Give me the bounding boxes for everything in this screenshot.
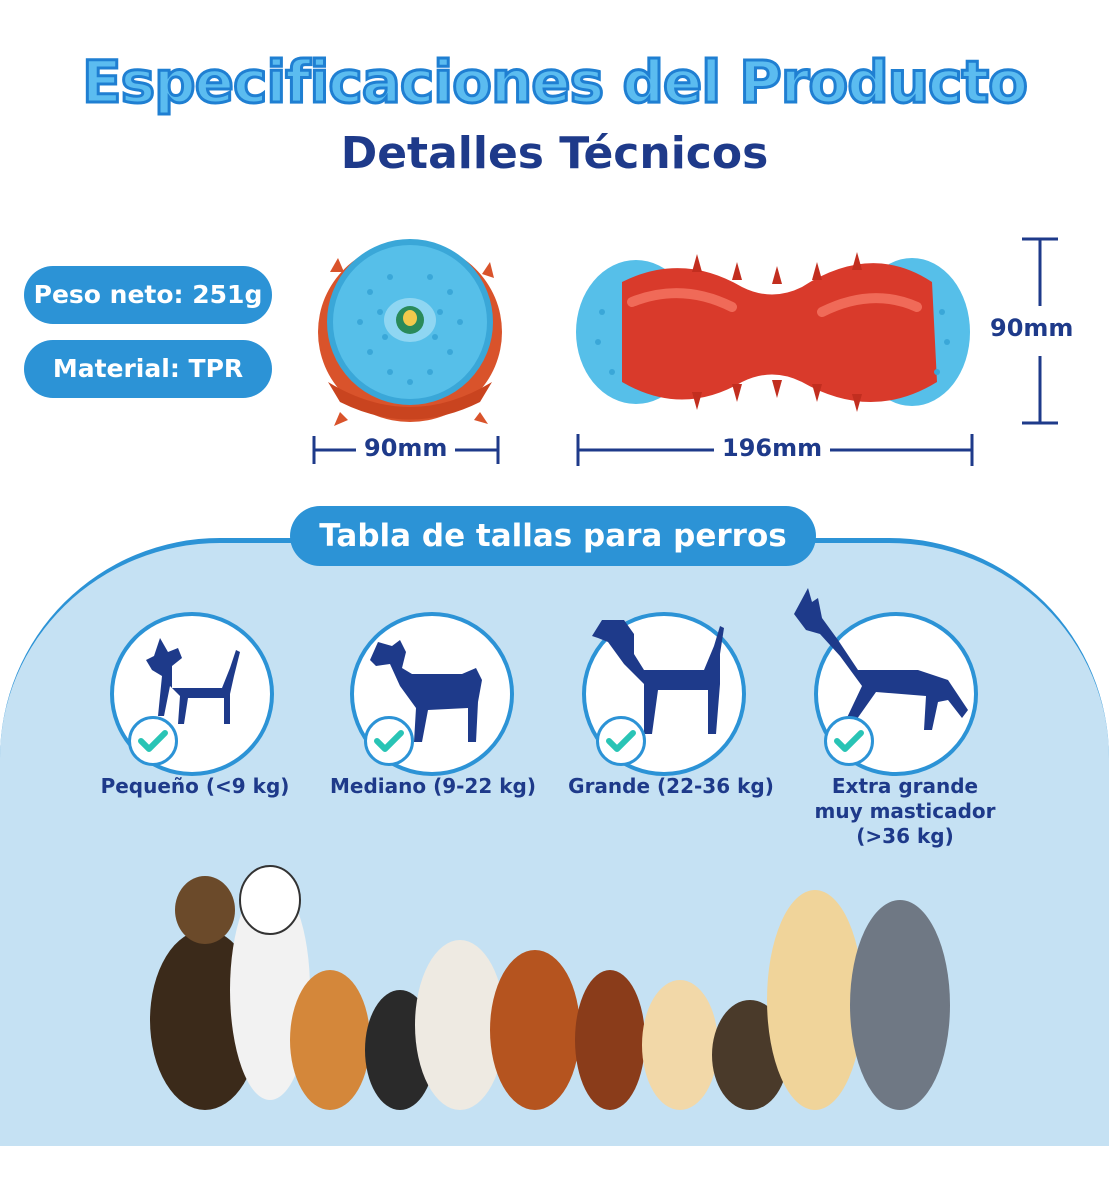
toy-height-label: 90mm [986,314,1078,342]
xl-size-label-line1: Extra grande [831,774,979,798]
ball-width-label: 90mm [356,434,456,462]
large-dog-icon [592,620,724,734]
toy-length-label: 196mm [714,434,831,462]
large-dog-circle [582,612,746,776]
small-size-label: Pequeño (<9 kg) [100,774,290,798]
material-badge: Material: TPR [24,340,272,398]
small-dog-icon [146,638,240,724]
toy-length-dimension: 196mm [576,432,974,468]
medium-dog-icon [370,640,482,742]
ball-toy-image [300,232,520,432]
weight-badge: Peso neto: 251g [24,266,272,324]
large-size-label: Grande (22-36 kg) [568,774,774,798]
toy-height-dimension [1020,236,1060,426]
xl-dog-icon [794,588,968,730]
bone-toy-image [572,232,972,432]
xl-size-label-line2: muy masticador [814,799,996,823]
large-check-icon [596,716,646,766]
medium-check-icon [364,716,414,766]
page-subtitle: Detalles Técnicos [340,128,769,179]
medium-size-label: Mediano (9-22 kg) [330,774,536,798]
xl-check-icon [824,716,874,766]
xl-size-label-line3: (>36 kg) [856,824,954,848]
xl-size-label: Extra grande muy masticador (>36 kg) [790,774,1020,849]
page-title: Especificaciones del Producto [81,47,1030,118]
small-check-icon [128,716,178,766]
ball-width-dimension: 90mm [312,432,500,468]
dog-group-photo [150,850,960,1110]
size-table-title: Tabla de tallas para perros [290,506,816,566]
